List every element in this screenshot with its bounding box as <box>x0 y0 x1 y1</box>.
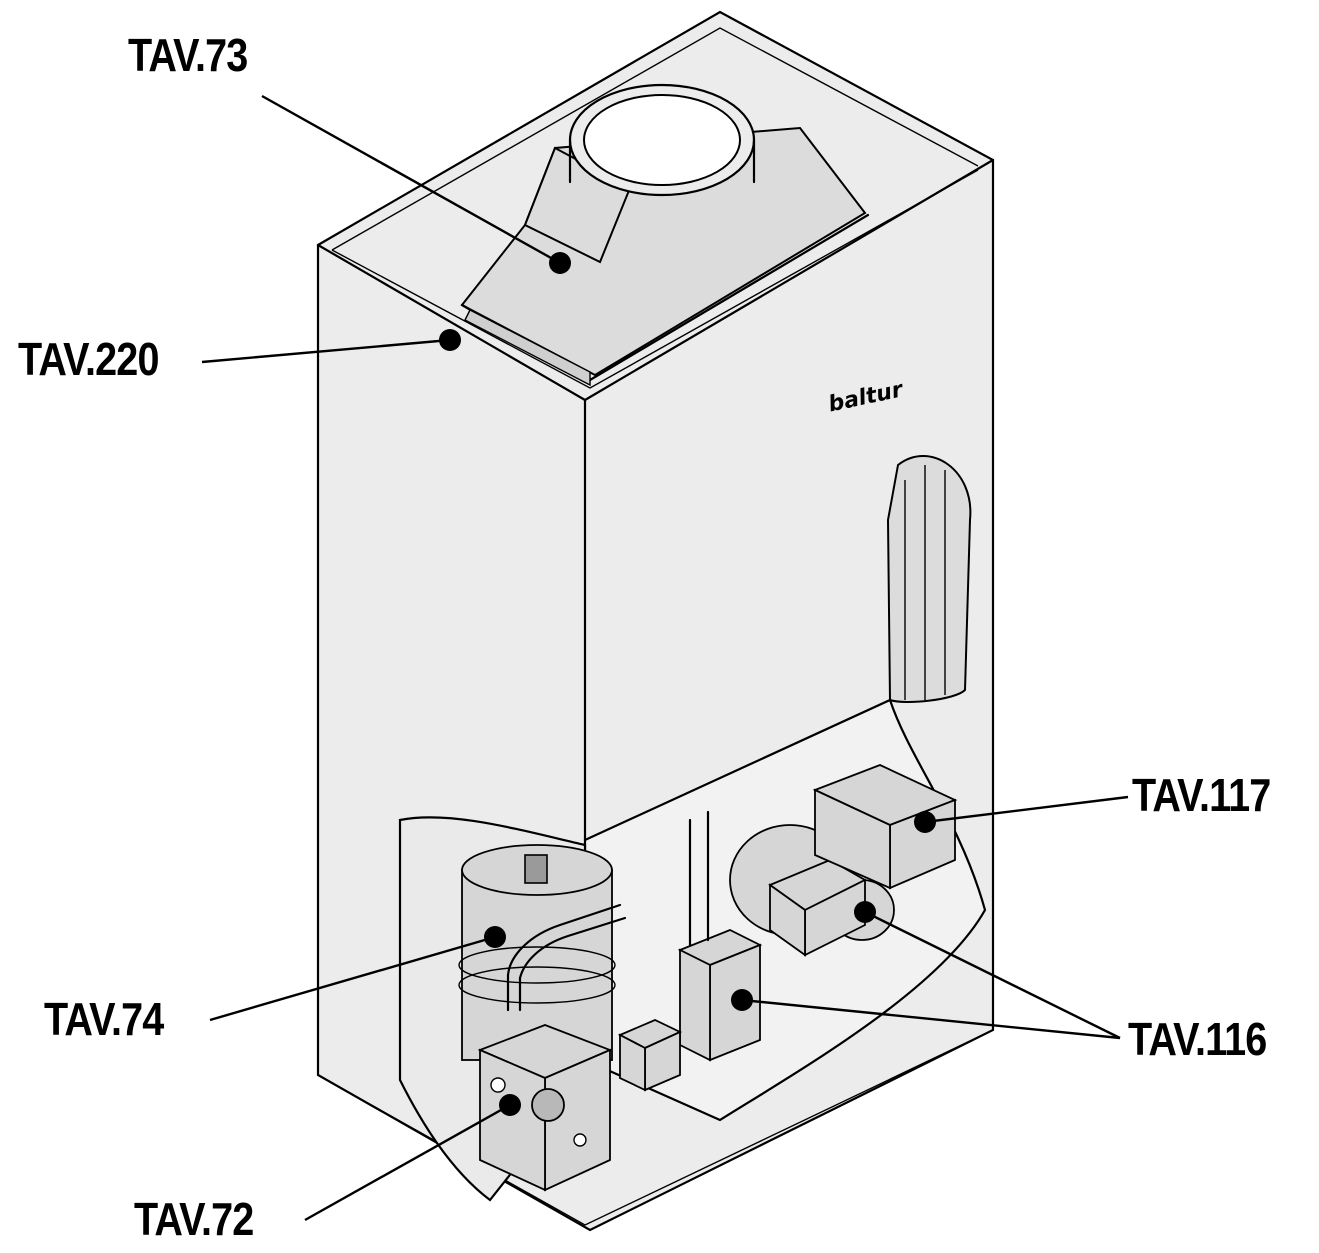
flue-hood <box>460 83 870 387</box>
callout-tav72: TAV.72 <box>134 1193 254 1245</box>
leader-tav117 <box>914 795 1129 833</box>
callout-tav117: TAV.117 <box>1132 769 1271 821</box>
front-gas-valve <box>477 1024 613 1192</box>
callout-tav73: TAV.73 <box>128 29 248 81</box>
gas-valve <box>812 764 958 890</box>
callout-tav74: TAV.74 <box>44 993 164 1045</box>
leader-tav116 <box>731 901 1121 1040</box>
leader-tav220 <box>201 329 461 364</box>
callout-tav220: TAV.220 <box>18 333 159 385</box>
leader-tav74 <box>209 926 506 1022</box>
leader-tav73 <box>261 94 571 274</box>
callout-tav116: TAV.116 <box>1128 1013 1267 1065</box>
expansion-vessel <box>458 844 627 1061</box>
pump <box>729 824 895 957</box>
leader-tav72 <box>304 1094 521 1222</box>
